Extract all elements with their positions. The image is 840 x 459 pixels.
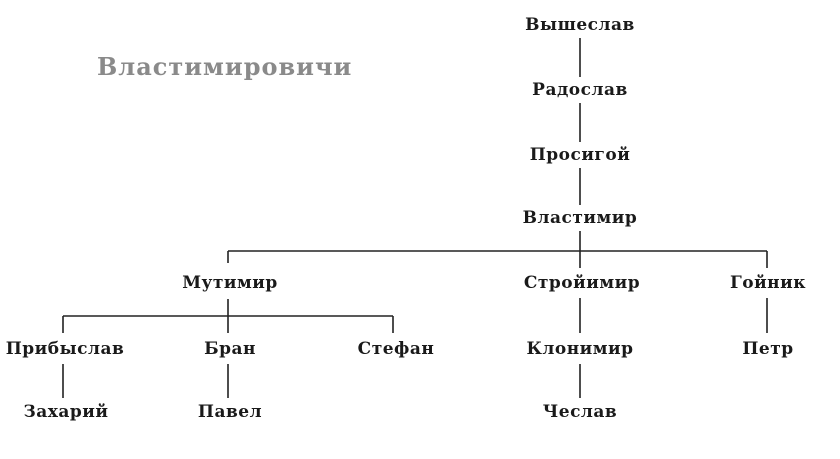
person-prosigoy: Просигой	[529, 145, 631, 165]
person-stroymir: Стройимир	[523, 273, 641, 293]
person-petr: Петр	[742, 339, 794, 359]
person-cheslav: Чеслав	[542, 402, 618, 422]
tree-title: Властимировичи	[97, 52, 353, 81]
person-vysheslav: Вышеслав	[525, 15, 635, 35]
person-zahariy: Захарий	[23, 402, 109, 422]
person-klonimir: Клонимир	[526, 339, 634, 359]
person-mutimir: Мутимир	[182, 273, 278, 293]
person-stefan: Стефан	[357, 339, 435, 359]
person-radoslav: Радослав	[532, 80, 628, 100]
person-pavel: Павел	[197, 402, 263, 422]
person-goynik: Гойник	[729, 273, 807, 293]
person-vlastimir: Властимир	[522, 208, 638, 228]
person-pribyslav: Прибыслав	[5, 339, 125, 359]
person-bran: Бран	[204, 339, 256, 359]
